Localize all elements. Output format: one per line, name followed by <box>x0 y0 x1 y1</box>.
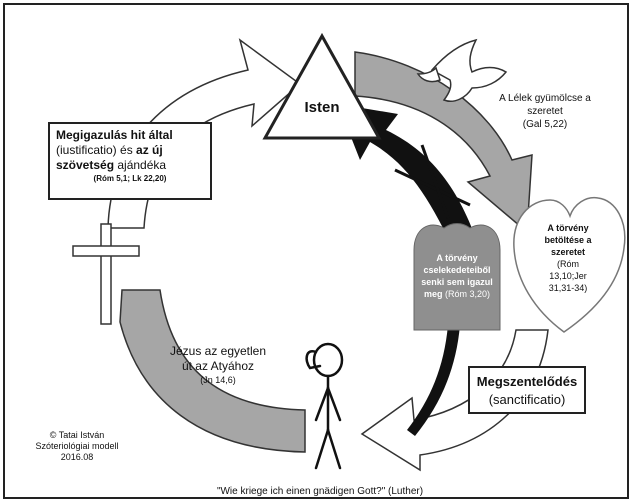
jesus-way-line1: Jézus az egyetlen <box>169 344 267 358</box>
law-tablet-ref: (Róm 3,20) <box>445 289 491 299</box>
justification-box: Megigazulás hit által (iustificatio) és … <box>48 122 212 200</box>
heart-line3: szeretet <box>550 247 586 257</box>
cross-out-stroke-2 <box>420 144 450 219</box>
spirit-fruit-line1: A Lélek gyümölcse a <box>499 93 591 104</box>
law-tablet-line4: meg (Róm 3,20) <box>414 288 500 300</box>
grey-arc-arrow-bottom-left <box>119 289 306 453</box>
credit-line3: 2016.08 <box>60 452 94 462</box>
sanctification-title: Megszentelődés <box>476 374 578 389</box>
sanctification-box: Megszentelődés (sanctificatio) <box>468 366 586 414</box>
heart-ref3: 31,31-34) <box>548 283 588 293</box>
law-tablet-text: A törvény cselekedeteiből senki sem igaz… <box>414 252 500 300</box>
cross-out-stroke-1 <box>394 168 471 207</box>
black-line-tablet-to-figure <box>407 325 460 436</box>
justification-conj: és <box>116 143 137 157</box>
law-tablet-line1: A törvény <box>436 253 478 263</box>
justification-ref: (Róm 5,1; Lk 22,20) <box>93 174 167 183</box>
law-tablet-line3: senki sem igazul <box>421 277 493 287</box>
justification-line3: szövetség ajándéka <box>56 158 204 173</box>
heart-text: A törvény betöltése a szeretet (Róm 13,1… <box>528 222 608 294</box>
law-tablet-meg: meg <box>423 289 443 299</box>
credit-line2: Szóteriológiai modell <box>35 441 119 451</box>
jesus-way-text: Jézus az egyetlen út az Atyához (Jn 14,6… <box>148 344 288 387</box>
luther-quote: "Wie kriege ich einen gnädigen Gott?" (L… <box>216 486 424 497</box>
justification-line2: (iustificatio) és az új <box>56 143 204 158</box>
justification-line1: Megigazulás hit által <box>56 128 173 142</box>
god-triangle <box>262 32 382 140</box>
justification-latin: (iustificatio) <box>56 143 117 157</box>
law-tablet <box>413 223 501 331</box>
law-tablet-line2: cselekedeteiből <box>423 265 491 275</box>
credit-text: © Tatai István Szóteriológiai modell 201… <box>22 430 132 463</box>
justification-new: az új <box>136 143 163 157</box>
justification-gift: ajándéka <box>114 158 167 172</box>
sanctification-latin: (sanctificatio) <box>488 392 566 407</box>
heart-ref2: 13,10;Jer <box>549 271 587 281</box>
dove-icon <box>416 38 508 102</box>
heart-line1: A törvény <box>547 223 589 233</box>
credit-line1: © Tatai István <box>49 430 105 440</box>
heart-line2: betöltése a <box>544 235 592 245</box>
jesus-way-ref: (Jn 14,6) <box>200 375 236 385</box>
spirit-fruit-text: A Lélek gyümölcse a szeretet (Gal 5,22) <box>470 92 620 131</box>
justification-covenant: szövetség <box>56 158 115 172</box>
jesus-way-line2: út az Atyához <box>181 359 255 373</box>
love-heart <box>513 196 626 333</box>
spirit-fruit-ref: (Gal 5,22) <box>522 119 568 130</box>
heart-ref1: (Róm <box>557 259 579 269</box>
spirit-fruit-line2: szeretet <box>527 106 563 117</box>
diagram-frame <box>3 3 629 499</box>
black-arrow-to-god <box>338 104 480 258</box>
cross-icon <box>72 223 140 325</box>
god-label: Isten <box>304 99 340 116</box>
stick-figure-icon <box>305 342 344 470</box>
